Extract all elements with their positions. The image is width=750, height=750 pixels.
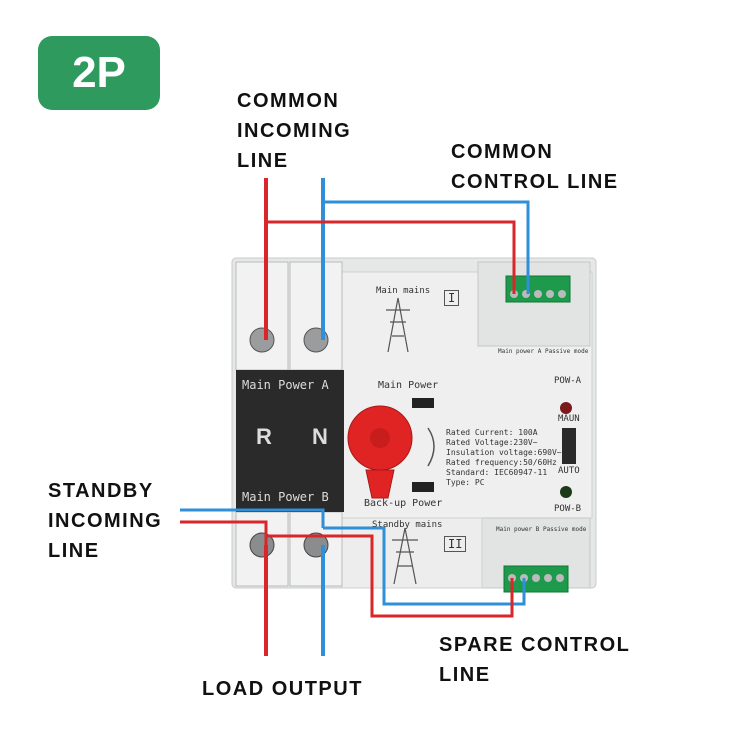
device-lower-panel <box>341 517 483 589</box>
device-upper-module <box>477 261 591 347</box>
common-control-line-label: COMMON CONTROL LINE <box>451 141 619 193</box>
load-output-label: LOAD OUTPUT <box>202 678 363 700</box>
standby-mains-roman: II <box>444 536 467 552</box>
common-control-blue-wire <box>323 200 530 294</box>
spare-control-line-label: SPARE CONTROL LINE <box>439 634 631 686</box>
pole-block-r-top <box>235 261 289 371</box>
pow-b-led <box>560 486 572 498</box>
standby-incoming-blue-wire <box>180 508 325 528</box>
common-incoming-line-label: COMMON INCOMING LINE <box>237 90 352 172</box>
black-label-plate <box>236 370 344 512</box>
rotation-arrow <box>427 427 435 467</box>
maun-text: MAUN <box>558 414 580 424</box>
terminal-top-caption: Main power A Passive mode <box>498 348 589 355</box>
main-power-window <box>412 398 434 408</box>
spec-line: Insulation voltage:690V~ <box>446 448 562 457</box>
main-power-b-text: Main Power B <box>242 490 329 504</box>
spare-control-blue-wire <box>323 526 526 606</box>
pole-r-label: R <box>256 424 272 449</box>
control-terminal-bottom <box>503 565 569 593</box>
spare-control-red-wire <box>266 534 514 618</box>
pylon-icon-top <box>386 297 410 353</box>
terminal-bottom-caption: Main power B Passive mode <box>496 526 587 533</box>
pow-a-text: POW-A <box>554 376 582 386</box>
pole-n-label: N <box>312 424 328 449</box>
maun-auto-switch[interactable] <box>562 428 576 464</box>
backup-power-text: Back-up Power <box>364 498 443 509</box>
main-mains-roman: I <box>444 290 460 306</box>
spec-line: Rated frequency:50/60Hz <box>446 458 557 467</box>
auto-text: AUTO <box>558 466 580 476</box>
spec-plate: Rated Current: 100A Rated Voltage:230V~ … <box>446 428 562 488</box>
pylon-icon-bottom <box>392 527 418 585</box>
pole-block-n-top <box>289 261 343 371</box>
rotary-handle <box>347 405 413 499</box>
spec-line: Standard: IEC60947-11 <box>446 468 548 477</box>
backup-power-window <box>412 482 434 492</box>
pow-b-text: POW-B <box>554 504 582 514</box>
spec-line: Rated Current: 100A <box>446 428 538 437</box>
control-terminal-top <box>505 275 571 303</box>
spec-line: Rated Voltage:230V~ <box>446 438 538 447</box>
common-control-red-wire <box>266 220 516 294</box>
main-power-text: Main Power <box>378 380 439 391</box>
main-power-a-text: Main Power A <box>242 378 329 392</box>
main-mains-text: Main mains <box>376 286 431 296</box>
pow-a-led <box>560 402 572 414</box>
standby-incoming-line-label: STANDBY INCOMING LINE <box>48 480 163 562</box>
pole-count-badge: 2P <box>38 36 160 110</box>
spec-line: Type: PC <box>446 478 485 487</box>
standby-mains-text: Standby mains <box>372 520 443 530</box>
